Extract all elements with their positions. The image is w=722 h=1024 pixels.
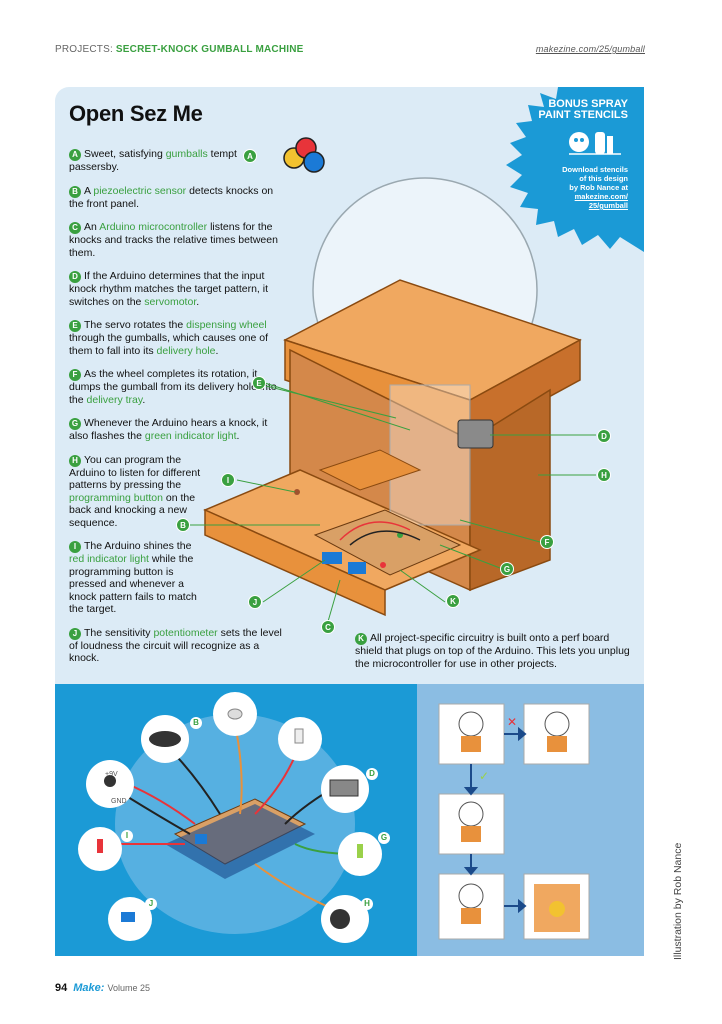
feature-highlight: delivery hole (156, 344, 216, 357)
feature-text: As the wheel completes its rotation, it … (69, 368, 277, 406)
power-gnd-label: GND (111, 798, 127, 805)
components-diagram (78, 692, 382, 943)
header-link[interactable]: makezine.com/25/gumball (535, 44, 645, 54)
component-label-d: D (366, 768, 378, 780)
callout-h: H (597, 468, 611, 482)
bonus-subtext: Download stencils of this design by Rob … (540, 165, 628, 210)
feature-highlight: dispensing wheel (186, 319, 267, 331)
badge-e: E (69, 320, 81, 332)
feature-text: . (196, 295, 200, 308)
callout-d: D (597, 429, 611, 443)
feature-highlight: servomotor (144, 295, 197, 308)
callout-f: F (540, 535, 554, 549)
feature-text: The servo rotates the (84, 319, 184, 331)
feature-text-k: All project-specific circuitry is built … (355, 632, 630, 670)
badge-b: B (69, 185, 81, 198)
feature-highlight: red indicator light (69, 553, 149, 565)
bonus-title: BONUS SPRAY PAINT STENCILS (538, 98, 628, 121)
callout-c: C (321, 620, 335, 634)
badge-c: C (69, 222, 81, 234)
make-logo: Make: (73, 982, 105, 994)
feature-text: sets the level of loudness the circuit w… (69, 626, 282, 665)
feature-text: The sensitivity (84, 626, 151, 639)
stencil-link-1[interactable]: makezine.com/ (574, 192, 628, 201)
page-number: 94 (55, 982, 68, 994)
badge-h: H (69, 454, 81, 467)
feature-text: The Arduino shines the (84, 540, 192, 552)
feature-text: You can program the Arduino to listen fo… (69, 453, 201, 492)
callout-g: G (500, 562, 514, 576)
callout-a: A (243, 149, 257, 163)
feature-text: on the back and knocking a new sequence. (69, 491, 196, 529)
project-title: SECRET-KNOCK GUMBALL MACHINE (115, 44, 304, 55)
gumballs-icon (283, 137, 325, 173)
feature-highlight: programming button (69, 491, 163, 504)
feature-highlight: potentiometer (153, 626, 218, 639)
power-plus-label: +9V (105, 771, 118, 778)
badge-a: A (69, 149, 81, 161)
feature-text: A (84, 184, 91, 197)
feature-highlight: delivery tray (86, 393, 143, 406)
component-label-i: I (121, 830, 133, 842)
feature-text: tempt passersby. (69, 148, 237, 173)
feature-text: listens for the knocks and tracks the re… (69, 221, 278, 259)
page-footer: 94 Make: Volume 25 (55, 982, 150, 994)
badge-j: J (69, 627, 81, 640)
gumball-machine-illustration (190, 177, 596, 626)
feature-highlight: piezoelectric sensor (93, 184, 187, 197)
feature-text: . (142, 393, 146, 406)
illustration-credit: Illustration by Rob Nance (672, 842, 684, 960)
component-label-g: G (378, 832, 390, 844)
feature-text: Sweet, satisfying (84, 148, 163, 160)
section-label: PROJECTS: SECRET-KNOCK GUMBALL MACHINE (55, 44, 304, 55)
feature-text: . (236, 430, 240, 442)
feature-text: If the Arduino determines that the input… (69, 270, 269, 308)
callout-e: E (252, 376, 266, 390)
badge-f: F (69, 369, 81, 381)
badge-g: G (69, 418, 81, 430)
badge-i: I (69, 541, 81, 553)
flow-diagram: ✕ ✓ (438, 703, 590, 940)
svg-text:✓: ✓ (479, 769, 489, 783)
callout-k: K (446, 594, 460, 608)
stencil-characters-icon (569, 132, 621, 155)
feature-highlight: gumballs (165, 148, 208, 160)
volume-label: Volume 25 (107, 983, 151, 993)
page-header: PROJECTS: SECRET-KNOCK GUMBALL MACHINE m… (55, 44, 645, 58)
component-label-h: H (361, 898, 373, 910)
badge-k: K (355, 633, 367, 645)
callout-j: J (248, 595, 262, 609)
feature-highlight: Arduino microcontroller (99, 221, 208, 233)
feature-text: An (84, 221, 97, 233)
page-title: Open Sez Me (69, 101, 203, 126)
callout-b: B (176, 518, 190, 532)
feature-text: while the programming button is pressed … (69, 553, 197, 615)
feature-highlight: green indicator light (144, 430, 237, 442)
stencil-link-2[interactable]: 25/gumball (588, 201, 628, 210)
feature-text: Whenever the Arduino hears a knock, it a… (69, 417, 268, 442)
badge-d: D (69, 271, 81, 283)
callout-i: I (221, 473, 235, 487)
svg-text:✕: ✕ (507, 715, 517, 729)
component-label-b: B (190, 717, 202, 729)
feature-text: through the gumballs, which causes one o… (69, 332, 269, 357)
bonus-starburst (490, 87, 644, 252)
feature-text: detects knocks on the front panel. (69, 184, 274, 210)
component-label-j: J (145, 898, 157, 910)
feature-text: . (215, 344, 219, 357)
